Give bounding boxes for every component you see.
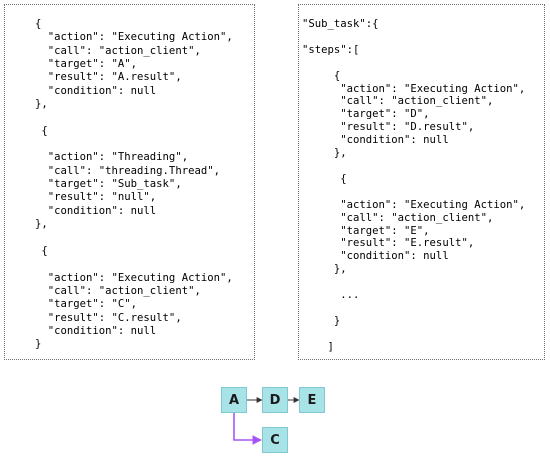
code-line: "target": "A", [35,58,138,71]
code-line: "call": "action_client", [35,284,201,297]
code-line: "result": "E.result", [302,237,475,250]
code-line: "condition": null [35,324,157,337]
right-code-panel: "Sub_task":{ "steps":[ { "action": "Exec… [298,4,545,360]
flow-node-c: C [262,427,288,453]
code-line: "condition": null [35,84,157,97]
code-line: "condition": null [302,250,449,263]
code-line: { [302,69,341,82]
code-line: { [35,18,42,30]
code-line: "action": "Executing Action", [302,82,526,95]
code-line: } [302,314,341,327]
flow-node-d: D [262,387,288,413]
right-code-block: "Sub_task":{ "steps":[ { "action": "Exec… [302,18,525,354]
code-line: "condition": null [302,134,449,147]
code-line: "call": "action_client", [302,95,494,108]
code-line: "call": "action_client", [35,44,201,57]
code-line: { [35,244,48,257]
code-line: ... [302,289,360,302]
code-line: ] [302,340,334,353]
code-line: "steps":[ [302,43,360,56]
code-line: "result": "C.result", [35,311,182,324]
code-line: "result": "null", [35,191,157,204]
left-code-block: { "action": "Executing Action", "call": … [35,18,233,352]
code-line: { [302,172,347,185]
code-line: "result": "A.result", [35,71,182,84]
code-line: "action": "Executing Action", [302,198,526,211]
code-line: { [35,124,48,137]
code-line: "action": "Executing Action", [35,271,233,284]
code-line: "target": "D", [302,108,430,121]
code-line: "Sub_task":{ [302,18,379,30]
code-line: "condition": null [35,204,157,217]
code-line: "call": "threading.Thread", [35,164,220,177]
code-line: }, [302,147,347,160]
code-line: "action": "Threading", [35,151,189,164]
code-line: "action": "Executing Action", [35,31,233,44]
flow-node-a: A [221,387,247,413]
code-line: }, [35,218,48,231]
edge-a-to-c [233,413,262,445]
code-line: } [35,338,42,351]
code-line: "result": "D.result", [302,121,475,134]
flow-node-e: E [299,387,325,413]
code-line: }, [302,263,347,276]
code-line: "target": "E", [302,224,430,237]
left-code-panel: { "action": "Executing Action", "call": … [4,4,255,360]
code-line: "target": "Sub_task", [35,178,182,191]
code-line: }, [35,98,48,111]
code-line: "call": "action_client", [302,211,494,224]
code-line: "target": "C", [35,298,138,311]
